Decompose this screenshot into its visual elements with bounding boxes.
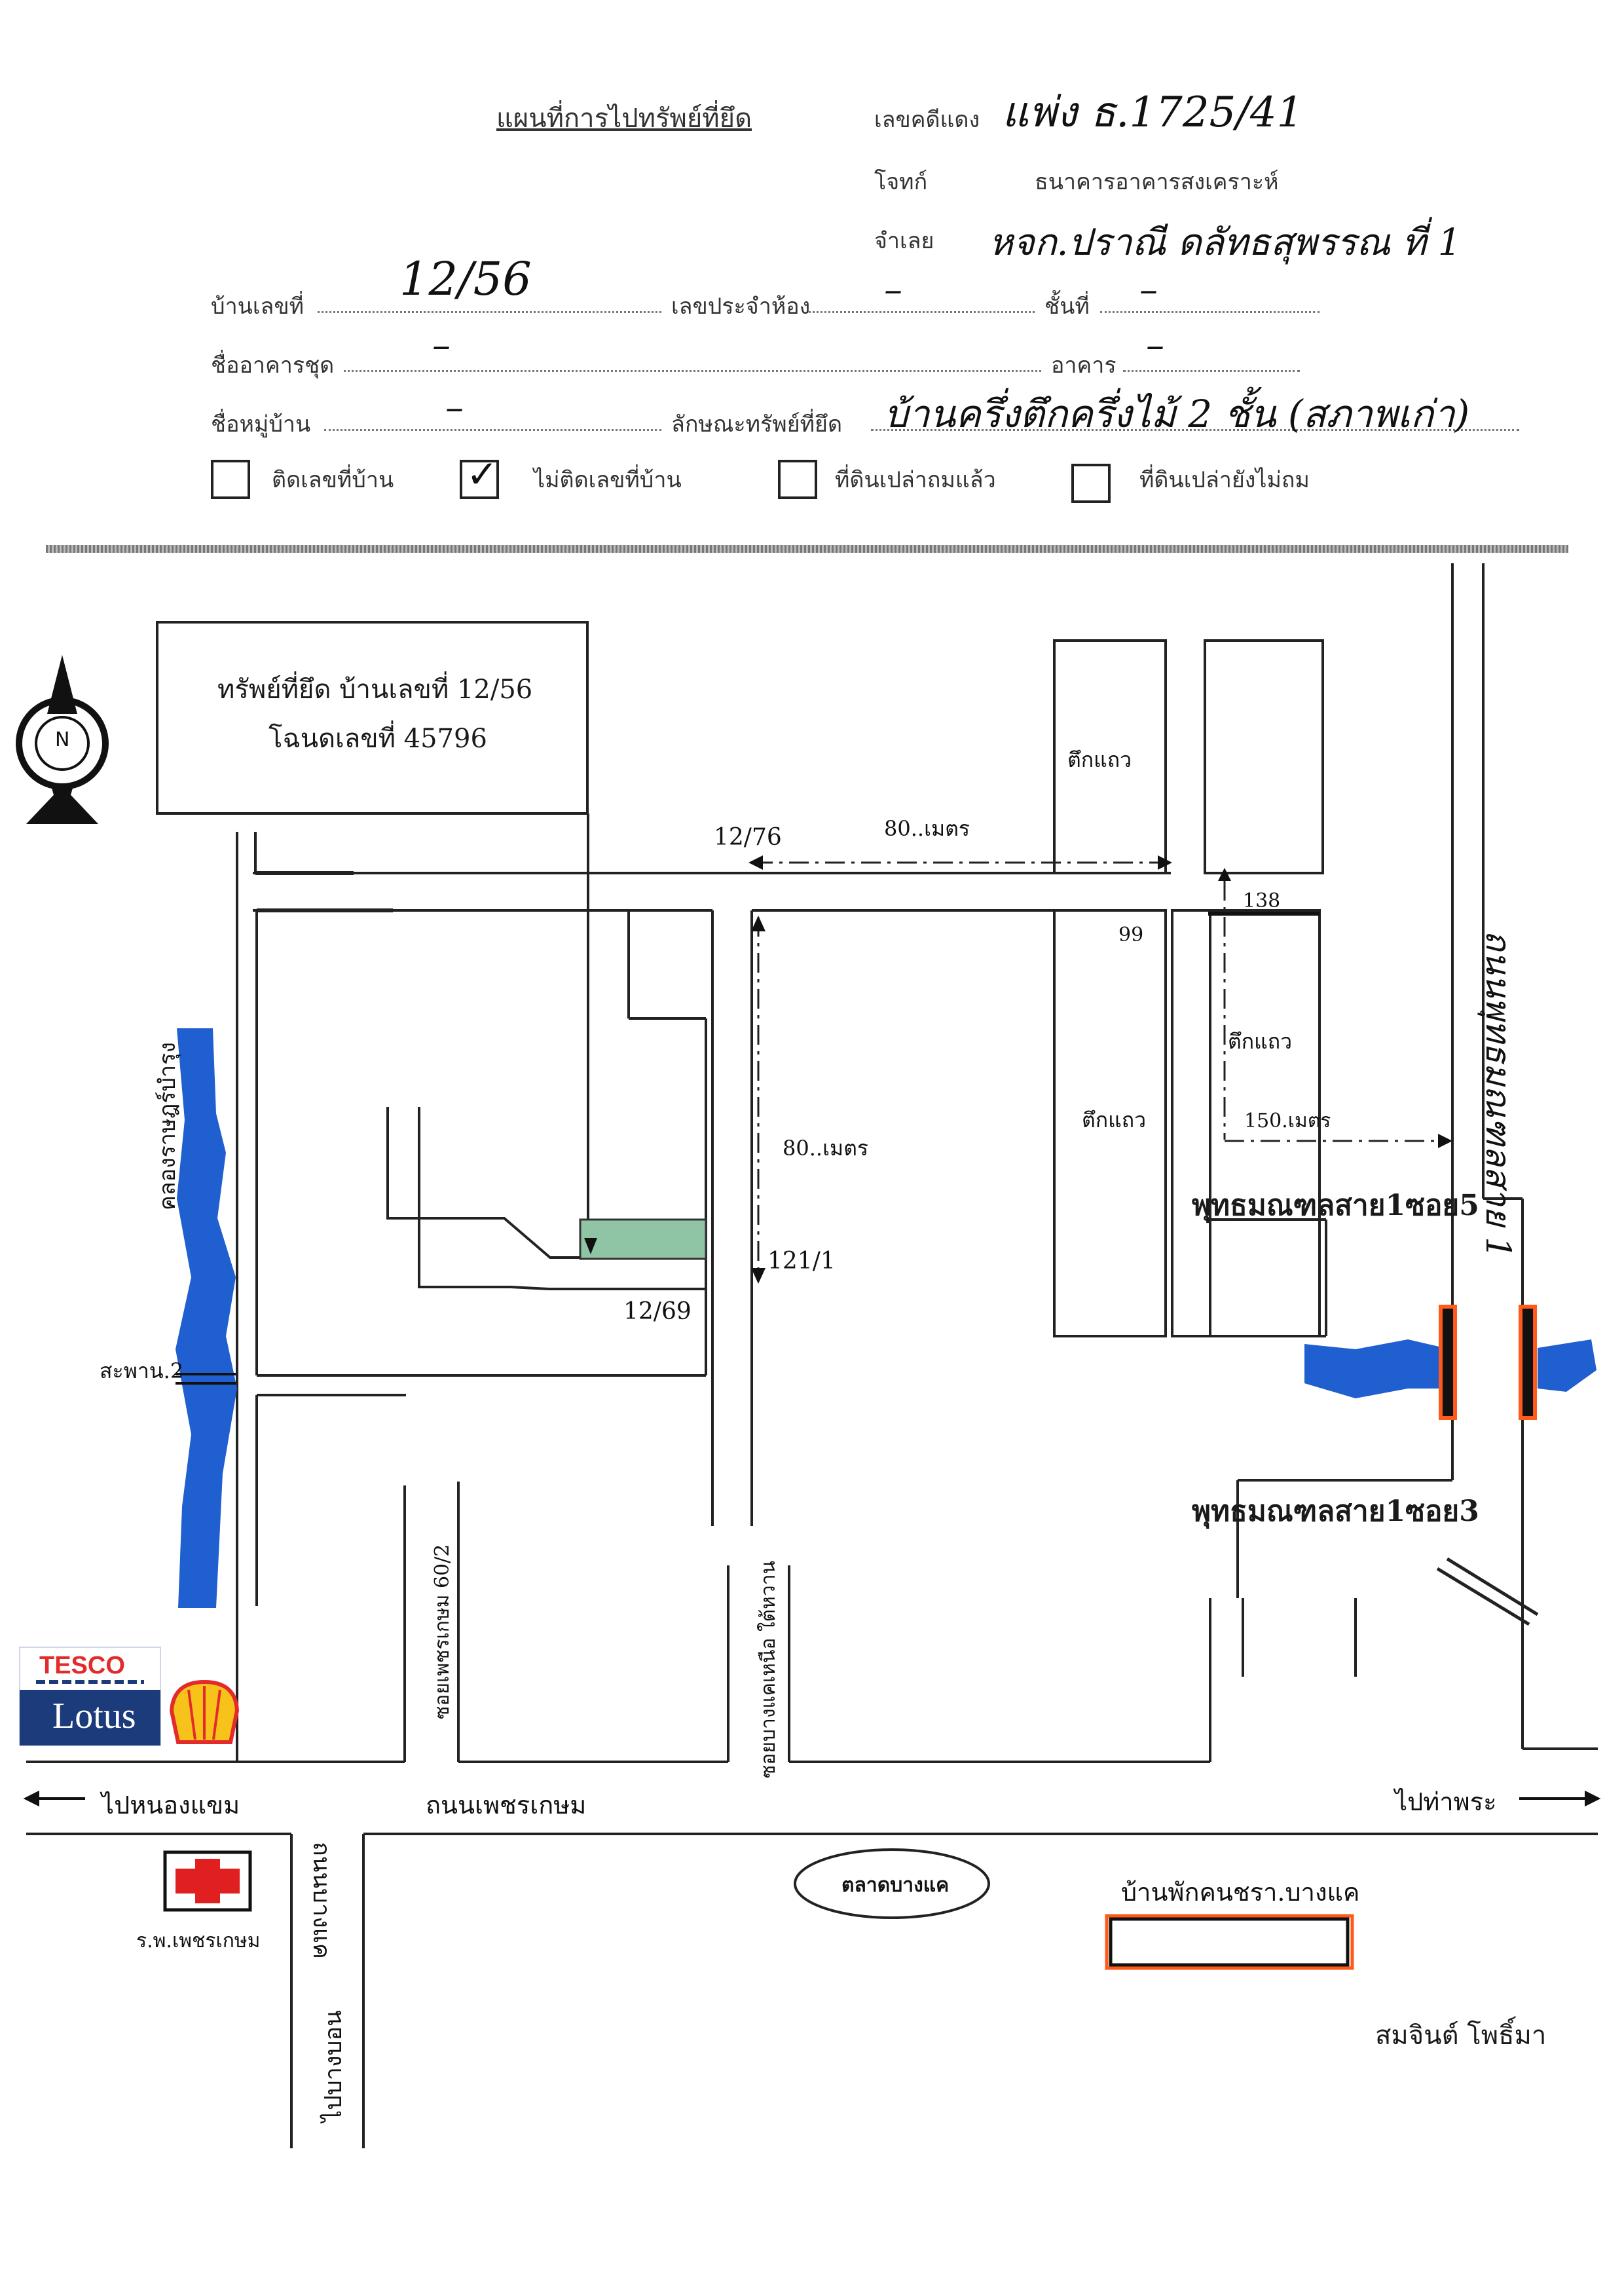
hospital-label: ร.พ.เพชรเกษม xyxy=(136,1930,261,1952)
tesco-label: TESCO xyxy=(39,1652,125,1679)
case-no-value: แพ่ง ธ.1725/41 xyxy=(1002,88,1304,137)
soi3-label: พุทธมณฑลสาย1ซอย3 xyxy=(1192,1495,1479,1528)
phetkasem-road-label: ถนนเพชรเกษม xyxy=(426,1791,587,1819)
shophouse-block-2 xyxy=(1204,639,1324,874)
seized-property-box xyxy=(156,621,589,815)
phutthamonthon-road-label: ถนนพุทธมณฑลสาย 1 xyxy=(1478,930,1517,1259)
condo-line xyxy=(344,370,1041,372)
house-121-1: 121/1 xyxy=(767,1248,836,1275)
floor-label: ชั้นที่ xyxy=(1044,293,1090,320)
village-line xyxy=(324,429,661,431)
market-ellipse xyxy=(794,1848,990,1919)
property-type-label: ลักษณะทรัพย์ที่ยึด xyxy=(671,411,843,438)
bangkhae-market-label: ตลาดบางแค xyxy=(841,1874,950,1897)
checkbox-no-house-number-label: ไม่ติดเลขที่บ้าน xyxy=(534,467,682,493)
elderly-home-box xyxy=(1105,1914,1354,1970)
lotus-label: Lotus xyxy=(52,1696,136,1736)
village-label: ชื่อหมู่บ้าน xyxy=(211,411,311,438)
floor-value: – xyxy=(1139,269,1158,311)
compass-label: N xyxy=(55,728,70,751)
property-type-line xyxy=(871,429,1519,431)
bridge-label: สะพาน.2 xyxy=(100,1358,184,1383)
condo-value: – xyxy=(432,324,451,367)
room-no-label: เลขประจำห้อง xyxy=(671,293,811,320)
room-no-line xyxy=(809,311,1035,313)
seized-property-title: ทรัพย์ที่ยึด บ้านเลขที่ 12/56 xyxy=(217,675,533,705)
map-title: แผนที่การไปทรัพย์ที่ยึด xyxy=(496,103,752,134)
house-12-76: 12/76 xyxy=(714,824,782,851)
condo-label: ชื่ออาคารชุด xyxy=(211,352,335,379)
compass-icon xyxy=(16,655,109,824)
to-bangbon-label: ไปบางบอน xyxy=(320,2010,347,2122)
shophouse-label-3: ตึกแถว xyxy=(1082,1108,1147,1132)
deed-number: โฉนดเลขที่ 45796 xyxy=(268,724,487,754)
distance-150m: 150.เมตร xyxy=(1244,1110,1331,1132)
shophouse-block-1 xyxy=(1053,639,1167,874)
signature-name: สมจินต์ โพธิ์มา xyxy=(1375,2021,1547,2051)
distance-80m-vertical: 80..เมตร xyxy=(783,1136,869,1161)
elderly-home-label: บ้านพักคนชรา.บางแค xyxy=(1121,1878,1360,1907)
house-no-label: บ้านเลขที่ xyxy=(211,293,304,320)
shophouse-label-2: ตึกแถว xyxy=(1228,1029,1293,1054)
checkmark-icon: ✓ xyxy=(466,452,498,496)
seized-plot xyxy=(579,1218,707,1260)
canal-shape xyxy=(175,1028,237,1608)
canal-right-shape xyxy=(1304,1339,1452,1398)
to-thaphra-label: ไปท่าพระ xyxy=(1395,1787,1497,1816)
building-label: อาคาร xyxy=(1051,352,1116,379)
checkbox-no-house-number[interactable]: ✓ xyxy=(460,452,499,499)
soi-bangkhae-label: ซอยบางแคเหนือ ใต้หวาน xyxy=(757,1560,780,1778)
shell-logo-icon xyxy=(169,1679,240,1744)
checkbox-filled-land-label: ที่ดินเปล่าถมแล้ว xyxy=(835,467,996,493)
plaintiff-value: ธนาคารอาคารสงเคราะห์ xyxy=(1035,169,1279,195)
house-no-line xyxy=(318,311,661,313)
section-divider xyxy=(46,545,1568,553)
checkbox-unfilled-land[interactable] xyxy=(1071,464,1111,503)
house-99: 99 xyxy=(1118,924,1144,946)
property-type-value: บ้านครึ่งตึกครึ่งไม้ 2 ชั้น (สภาพเก่า) xyxy=(884,392,1470,436)
distance-80m-top: 80..เมตร xyxy=(884,816,970,841)
house-12-69: 12/69 xyxy=(623,1298,692,1325)
house-no-value: 12/56 xyxy=(399,252,532,306)
hospital-icon xyxy=(163,1850,252,1912)
bridge-right-2 xyxy=(1519,1305,1537,1420)
soi-phetkasem-60-2-label: ซอยเพชรเกษม 60/2 xyxy=(431,1544,454,1719)
bridge-right-1 xyxy=(1439,1305,1457,1420)
bangkhae-road-label: ถนนบางแค xyxy=(308,1842,335,1959)
checkbox-house-number[interactable] xyxy=(211,460,250,499)
shophouse-block-3 xyxy=(1053,909,1167,1337)
checkbox-filled-land[interactable] xyxy=(778,460,817,499)
plaintiff-label: โจทก์ xyxy=(874,169,928,195)
building-line xyxy=(1123,370,1300,372)
case-no-label: เลขคดีแดง xyxy=(874,107,980,133)
checkbox-house-number-label: ติดเลขที่บ้าน xyxy=(272,467,394,493)
defendant-label: จำเลย xyxy=(874,228,934,254)
defendant-value: หจก.ปราณี ดลัทธสุพรรณ ที่ 1 xyxy=(989,221,1462,264)
floor-line xyxy=(1100,311,1320,313)
building-value: – xyxy=(1146,324,1164,367)
bridge-icon xyxy=(175,1373,236,1385)
village-value: – xyxy=(445,386,464,429)
shophouse-label-1: ตึกแถว xyxy=(1067,747,1132,772)
checkbox-unfilled-land-label: ที่ดินเปล่ายังไม่ถม xyxy=(1139,467,1310,493)
room-no-value: – xyxy=(884,269,902,311)
house-138: 138 xyxy=(1243,889,1281,912)
canal-label: คลองราษฎร์บำรุง xyxy=(155,1042,181,1210)
tesco-lotus-logo xyxy=(19,1647,161,1746)
soi5-label: พุทธมณฑลสาย1ซอย5 xyxy=(1192,1189,1479,1222)
to-nongkhaem-label: ไปหนองแขม xyxy=(101,1791,240,1819)
